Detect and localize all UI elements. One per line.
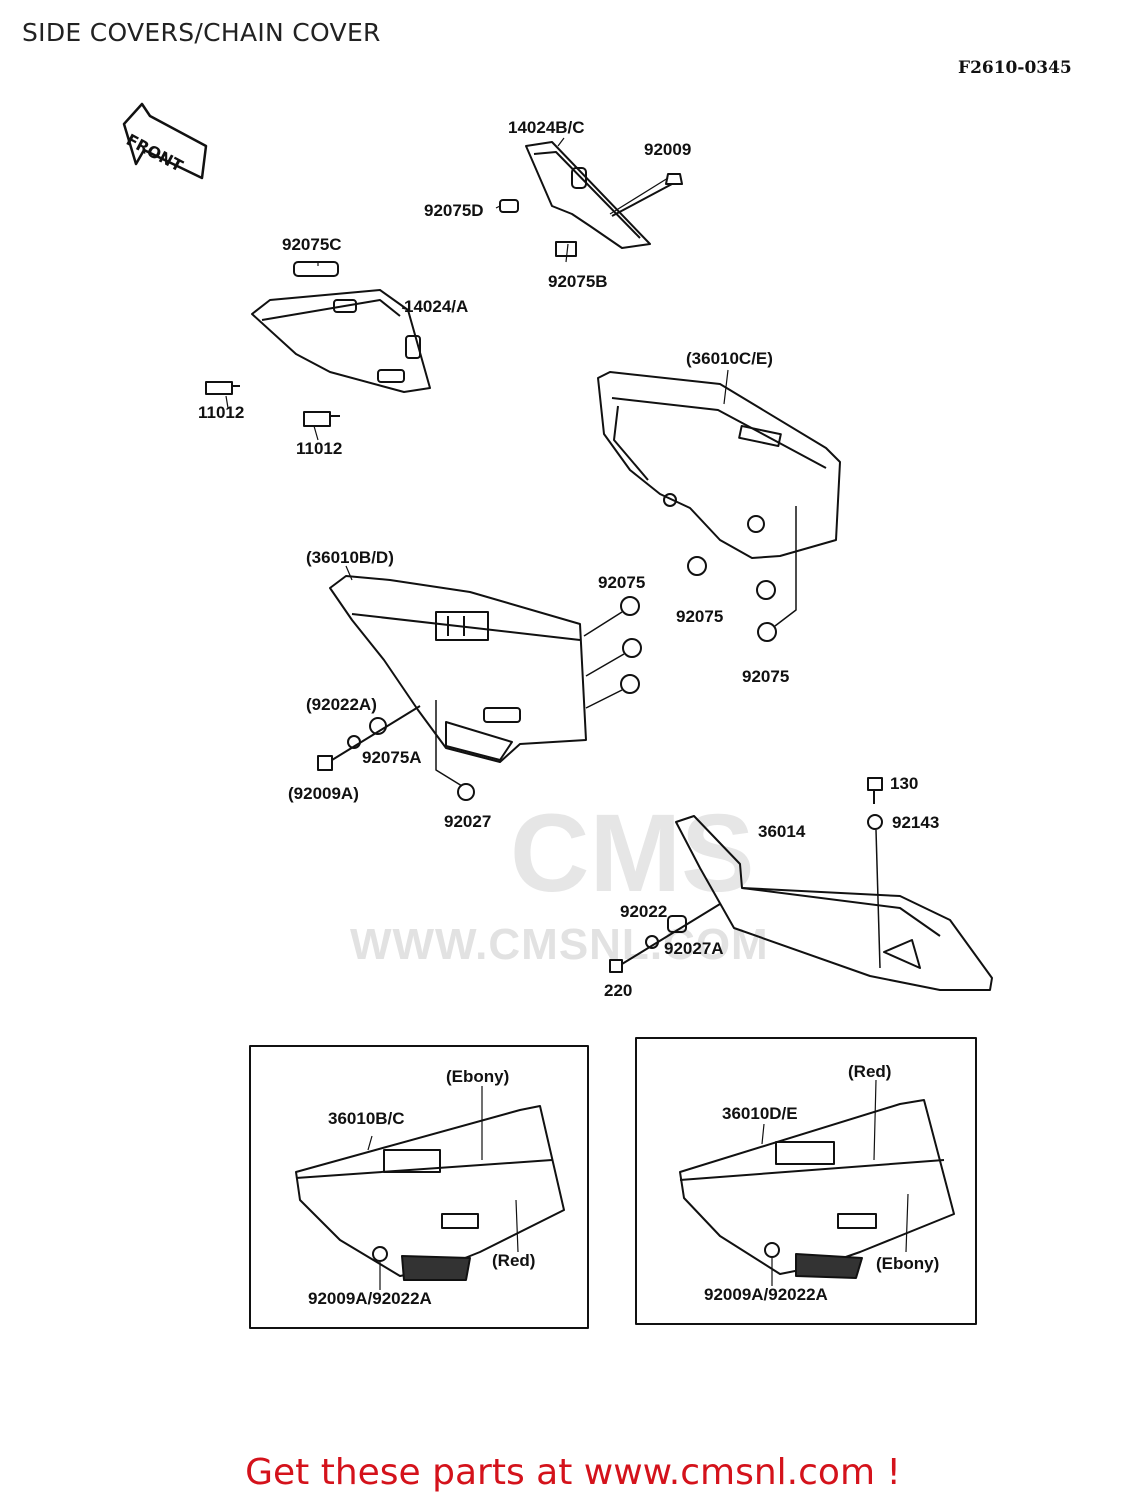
label-92027a: 92027A [664, 939, 724, 958]
grommet-92075-r2-icon [756, 580, 776, 600]
label-92143: 92143 [892, 813, 940, 832]
label-92075-b: 92075 [676, 607, 724, 626]
label-130: 130 [890, 774, 919, 793]
grommet-92075d-icon [499, 199, 519, 213]
inset-right-cover [679, 1099, 955, 1275]
inset-left-lower-color: (Red) [492, 1251, 536, 1270]
label-92027: 92027 [444, 812, 492, 831]
label-14024a: 14024/A [404, 297, 469, 316]
bolt-92009a-icon [317, 705, 421, 771]
grommet-92075-r3-icon [757, 622, 777, 642]
part-14024bc-shape [525, 141, 651, 249]
label-92075c: 92075C [282, 235, 342, 254]
label-92009a: (92009A) [288, 784, 359, 803]
inset-left-upper-color: (Ebony) [446, 1067, 510, 1086]
part-36014-shape [675, 815, 993, 991]
label-11012-a: 11012 [198, 403, 245, 422]
label-11012-b: 11012 [296, 439, 343, 458]
grommet-92075-r1-icon [687, 556, 707, 576]
grommet-92075-m3-icon [620, 674, 640, 694]
part-14024a-shape [251, 289, 431, 393]
label-92075b: 92075B [548, 272, 608, 291]
collar-92027-icon [457, 783, 475, 801]
front-arrow-icon [122, 102, 208, 180]
label-92022a: (92022A) [306, 695, 377, 714]
label-92009: 92009 [644, 140, 692, 159]
inset-left-frame [249, 1045, 589, 1329]
label-36014: 36014 [758, 822, 806, 841]
figure-code: F2610-0345 [958, 58, 1072, 78]
inset-right-fasteners: 92009A/92022A [704, 1285, 828, 1304]
bolt-92009-icon [611, 173, 683, 217]
label-220: 220 [604, 981, 633, 1000]
bolt-130-icon [867, 777, 883, 804]
grommet-92075c-icon [293, 261, 339, 277]
label-36010ce: (36010C/E) [686, 349, 773, 368]
label-92075-a: 92075 [598, 573, 646, 592]
part-36010bd-shape [329, 575, 587, 763]
bolt-11012a-icon [205, 381, 240, 395]
inset-left-part: 36010B/C [328, 1109, 405, 1128]
bolt-11012b-icon [303, 411, 340, 427]
washer-92143-icon [867, 814, 883, 830]
inset-right-frame [635, 1037, 977, 1325]
bolt-220-icon [609, 903, 721, 973]
part-36010ce-shape [597, 371, 841, 559]
grommet-92075-m1-icon [620, 596, 640, 616]
label-92075-c: 92075 [742, 667, 790, 686]
label-92075d: 92075D [424, 201, 484, 220]
inset-left-fasteners: 92009A/92022A [308, 1289, 432, 1308]
watermark-logo: CMS [510, 792, 755, 915]
inset-right-part: 36010D/E [722, 1104, 798, 1123]
grommet-92075b-icon [555, 241, 577, 257]
inset-right-lower-color: (Ebony) [876, 1254, 940, 1273]
watermark-url: WWW.CMSNL.COM [350, 920, 769, 969]
label-14024bc: 14024B/C [508, 118, 585, 137]
label-36010bd: (36010B/D) [306, 548, 394, 567]
inset-right-upper-color: (Red) [848, 1062, 892, 1081]
page-title: SIDE COVERS/CHAIN COVER [22, 18, 381, 47]
label-92022: 92022 [620, 902, 668, 921]
label-92075a: 92075A [362, 748, 422, 767]
footer-parts-link[interactable]: Get these parts at www.cmsnl.com ! [245, 1452, 901, 1493]
grommet-92075-m2-icon [622, 638, 642, 658]
